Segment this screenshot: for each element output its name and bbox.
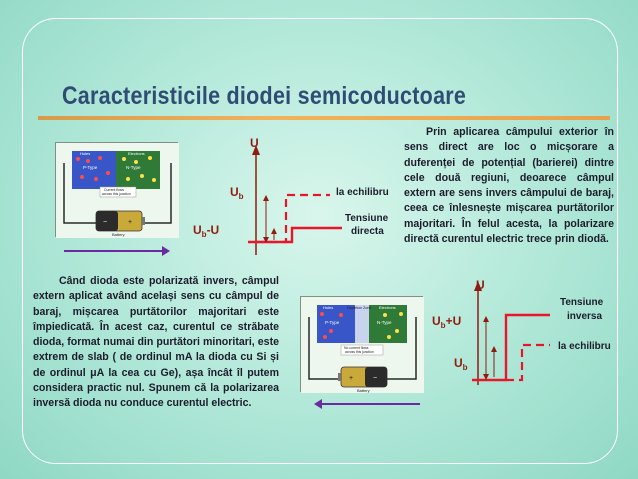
battery-icon: − + Battery	[95, 210, 145, 237]
reverse-bias-circuit: Holes Depletion Zone Electrons P-Type N-…	[301, 297, 424, 393]
svg-text:+: +	[349, 375, 353, 382]
axis-label-u: U	[476, 278, 485, 292]
label-ub: Ub	[454, 356, 468, 372]
current-note-1: Current flows	[104, 188, 124, 192]
label-reverse-voltage-1: Tensiune	[560, 297, 604, 308]
forward-bias-description: Prin aplicarea câmpului exterior în sens…	[404, 126, 614, 246]
label-reverse-voltage-2: inversa	[567, 311, 602, 322]
holes-label: Holes	[80, 151, 90, 156]
forward-bias-circuit: Holes Electrons P-Type N-Type Current fl…	[56, 143, 179, 238]
forward-bias-potential-diagram: U Ub Ub-U la echilibru Tensiune directa	[193, 136, 389, 255]
battery-label: Battery	[357, 388, 370, 393]
label-ub-plus-u: Ub+U	[432, 314, 461, 330]
forward-bias-circuit-image: Holes Electrons P-Type N-Type Current fl…	[55, 142, 179, 238]
title-underline	[38, 116, 610, 120]
n-type-label: N-Type	[126, 165, 141, 170]
n-type-label: N-Type	[377, 320, 392, 325]
slide-frame	[22, 18, 618, 464]
svg-text:−: −	[103, 219, 107, 226]
label-direct-voltage-2: directa	[351, 226, 384, 237]
p-type-label: P-Type	[83, 165, 98, 170]
no-current-note-1: No current flows	[344, 346, 369, 350]
svg-text:+: +	[128, 219, 132, 226]
direct-bias-curve	[248, 226, 342, 244]
current-note-2: across this junction	[102, 192, 131, 196]
p-type-label: P-Type	[325, 320, 340, 325]
reverse-bias-potential-diagram: U Ub+U Ub Tensiune inversa la echilibru	[432, 278, 611, 385]
label-ub: Ub	[230, 185, 244, 201]
reverse-bias-circuit-image: Holes Depletion Zone Electrons P-Type N-…	[300, 296, 424, 393]
electrons-label: Electrons	[128, 151, 145, 156]
depletion-zone-label: Depletion Zone	[347, 306, 371, 310]
no-current-note-2: across this junction	[345, 350, 374, 354]
svg-text:−: −	[373, 375, 377, 382]
axis-arrow-head	[474, 281, 482, 291]
label-equilibrium: la echilibru	[558, 341, 611, 352]
holes-label: Holes	[323, 305, 333, 310]
axis-arrow-head	[252, 145, 260, 155]
axis-label-u: U	[250, 136, 259, 150]
label-direct-voltage-1: Tensiune	[345, 213, 389, 224]
battery-icon: + − Battery	[338, 366, 388, 393]
label-equilibrium: la echilibru	[336, 187, 389, 198]
reverse-bias-curve	[472, 313, 550, 382]
bottom-direction-arrow	[314, 399, 420, 409]
label-ub-minus-u: Ub-U	[193, 223, 219, 239]
battery-label: Battery	[112, 232, 125, 237]
reverse-bias-description: Când dioda este polarizată invers, câmpu…	[33, 275, 279, 410]
equilibrium-curve	[506, 343, 550, 382]
electrons-label: Electrons	[379, 305, 396, 310]
slide-title: Caracteristicile diodei semicoductoare	[62, 82, 467, 110]
top-direction-arrow	[64, 246, 170, 256]
